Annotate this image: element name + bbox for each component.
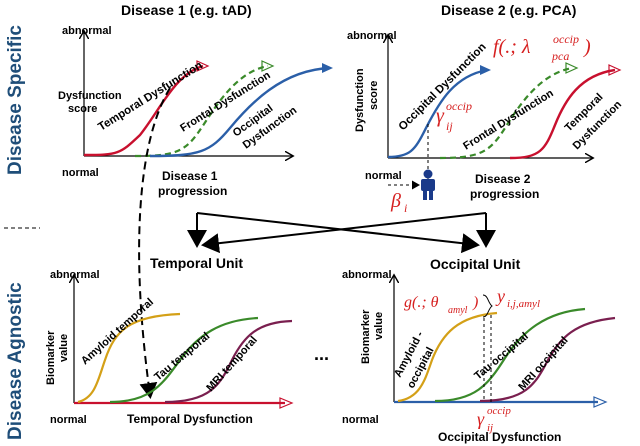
svg-text:i,j,amyl: i,j,amyl xyxy=(507,298,540,310)
svg-text:pca: pca xyxy=(551,49,569,63)
panel2-curve-occipital-arrow xyxy=(480,65,491,75)
panel4-gamma-label: γ occip ij xyxy=(477,405,511,434)
unit-occipital: Occipital Unit xyxy=(430,256,521,272)
svg-text:occip: occip xyxy=(553,32,579,46)
panel1-ylabel-1: Dysfunction xyxy=(58,90,122,102)
temporal-link-dashed xyxy=(138,87,171,399)
panel2-curve-temporal-arrow xyxy=(608,64,622,76)
panel1-title: Disease 1 (e.g. tAD) xyxy=(121,2,252,18)
svg-text:γ: γ xyxy=(477,409,485,429)
svg-text:β: β xyxy=(390,190,401,212)
panel2-beta-label: β i xyxy=(390,190,407,215)
svg-text:γ: γ xyxy=(436,105,445,127)
panel1-xlabel-1: Disease 1 xyxy=(162,169,218,183)
panel2-xlabel-2: progression xyxy=(470,187,539,201)
panel4-brace xyxy=(482,294,493,318)
panel4-curve-amyloid xyxy=(397,311,498,403)
panel3-abnormal: abnormal xyxy=(50,269,100,281)
ellipsis: ... xyxy=(314,344,329,364)
panel3-xlabel: Temporal Dysfunction xyxy=(127,412,253,426)
panel3-x-axis-arrow xyxy=(279,397,294,409)
panel2-curve-temporal xyxy=(509,68,616,160)
svg-text:occip: occip xyxy=(446,99,472,113)
panel3-curve-amyloid xyxy=(77,312,181,404)
panel4-normal: normal xyxy=(342,414,379,426)
panel4-g-label: g(.; θ amyl ) xyxy=(404,294,478,316)
panel1-curve-occipital xyxy=(149,66,331,158)
panel1-normal: normal xyxy=(62,167,99,179)
panel4-curve-tau xyxy=(434,307,586,403)
panel3-curve-tau xyxy=(109,316,259,404)
unit-mapping-arrows xyxy=(187,212,496,254)
panel2-curve-frontal xyxy=(439,66,573,160)
svg-text:ij: ij xyxy=(487,422,493,434)
panel-disease-1: Disease 1 (e.g. tAD) abnormal normal Dys… xyxy=(58,2,333,198)
svg-text:y: y xyxy=(495,286,505,306)
panel4-label-tau: Tau occipital xyxy=(472,330,531,382)
panel2-normal: normal xyxy=(365,170,402,182)
panel4-xlabel: Occipital Dysfunction xyxy=(438,430,561,444)
patient-icon xyxy=(421,169,435,200)
panel1-curve-temporal xyxy=(83,64,204,157)
panel2-ylabel-2: score xyxy=(368,81,380,110)
panel1-curve-occipital-arrow xyxy=(322,63,333,73)
panel3-curve-mri xyxy=(164,319,293,404)
panel2-abnormal: abnormal xyxy=(347,30,397,42)
panel1-xlabel-2: progression xyxy=(158,184,227,198)
panel1-curve-frontal-arrow xyxy=(261,60,275,72)
panel4-x-axis-arrow xyxy=(593,396,608,408)
arrow-right-to-temporal xyxy=(201,212,487,254)
svg-text:): ) xyxy=(472,294,478,311)
panel1-ylabel-2: score xyxy=(68,103,97,115)
panel2-label-frontal: Frontal Dysfunction xyxy=(461,87,556,152)
side-label-disease-agnostic: Disease Agnostic xyxy=(5,282,26,440)
unit-temporal: Temporal Unit xyxy=(150,255,243,271)
panel3-ylabel-2: value xyxy=(58,334,70,362)
panel3-normal: normal xyxy=(50,414,87,426)
side-label-disease-specific: Disease Specific xyxy=(5,25,26,175)
panel-occipital-unit: abnormal normal Biomarker value Amyloid … xyxy=(342,269,616,444)
panel1-label-frontal: Frontal Dysfunction xyxy=(178,69,273,134)
svg-text:i: i xyxy=(404,201,407,215)
panel4-abnormal: abnormal xyxy=(342,269,392,281)
panel1-curve-frontal xyxy=(134,64,269,158)
panel2-curve-occipital xyxy=(387,68,488,159)
panel3-label-mri: MRI temporal xyxy=(204,334,260,394)
panel4-y-label: y i,j,amyl xyxy=(495,286,540,310)
panel2-gamma-label: γ occip ij xyxy=(436,99,472,133)
panel2-ylabel-1: Dysfunction xyxy=(354,68,366,132)
svg-text:f(.; λ: f(.; λ xyxy=(493,36,531,58)
panel2-title: Disease 2 (e.g. PCA) xyxy=(441,2,576,18)
svg-text:ij: ij xyxy=(446,119,453,133)
panel3-ylabel-1: Biomarker xyxy=(45,330,57,385)
svg-text:): ) xyxy=(583,36,591,58)
panel4-ylabel-1: Biomarker xyxy=(360,309,372,364)
panel4-curve-mri xyxy=(479,316,616,403)
panel2-curve-frontal-arrow xyxy=(565,62,579,74)
panel1-abnormal: abnormal xyxy=(62,25,112,37)
svg-text:amyl: amyl xyxy=(448,305,468,316)
panel-disease-2: Disease 2 (e.g. PCA) abnormal normal Dys… xyxy=(347,2,624,215)
svg-text:g(.; θ: g(.; θ xyxy=(404,294,439,311)
panel-temporal-unit: abnormal normal Biomarker value Amyloid … xyxy=(45,269,294,426)
panel2-xlabel-1: Disease 2 xyxy=(475,172,531,186)
panel1-curve-temporal-arrow xyxy=(196,60,210,72)
svg-text:occip: occip xyxy=(487,405,511,417)
panel3-label-tau: Tau temporal xyxy=(152,330,212,383)
panel2-function-label: f(.; λ occip pca ) xyxy=(493,32,591,63)
panel4-ylabel-2: value xyxy=(373,312,385,340)
